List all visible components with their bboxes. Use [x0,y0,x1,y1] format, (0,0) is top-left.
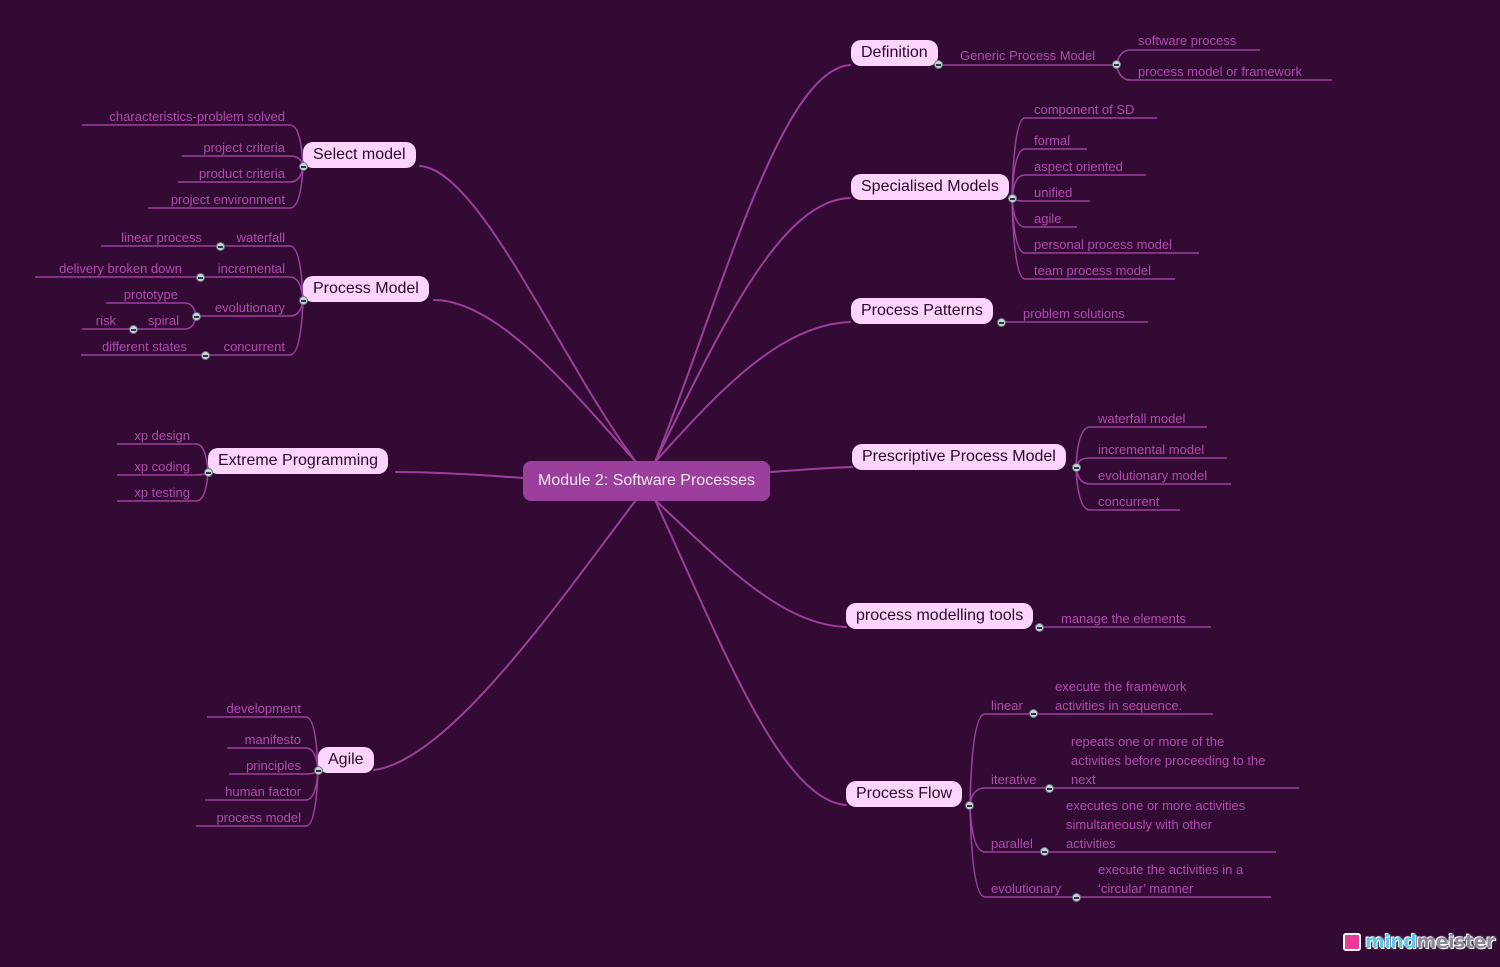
node-project-environment[interactable]: project environment [170,192,285,207]
detail-line: simultaneously with other [1066,817,1212,832]
node-personal-process-model[interactable]: personal process model [1034,237,1173,252]
collapse-toggle-select-model[interactable] [299,162,308,171]
detail-line: execute the activities in a [1098,862,1244,877]
brand-name: mindmeister [1365,931,1495,953]
node-manifesto[interactable]: manifesto [244,732,301,747]
collapse-toggle-patterns[interactable] [997,318,1006,327]
node-spiral[interactable]: spiral [147,313,179,328]
collapse-toggle-tools[interactable] [1035,623,1044,632]
node-human-factor[interactable]: human factor [225,784,301,799]
node-process-model-or-framework[interactable]: process model or framework [1138,64,1302,79]
mindmeister-logo-icon [1343,933,1361,951]
node-formal[interactable]: formal [1034,133,1071,148]
node-flow-iterative-detail[interactable]: repeats one or more of the activities be… [1071,732,1265,789]
node-project-criteria[interactable]: project criteria [203,140,285,155]
node-process-flow[interactable]: Process Flow [846,781,963,807]
detail-line: activities in sequence. [1055,698,1183,713]
node-concurrent-model[interactable]: concurrent [1098,494,1160,509]
node-delivery-broken-down[interactable]: delivery broken down [59,261,182,276]
collapse-toggle-xp[interactable] [204,468,213,477]
detail-line: activities [1066,836,1116,851]
node-incremental[interactable]: incremental [217,261,285,276]
node-different-states[interactable]: different states [101,339,187,354]
node-evolutionary[interactable]: evolutionary [214,300,285,315]
node-flow-iterative[interactable]: iterative [991,772,1037,787]
node-xp-testing[interactable]: xp testing [134,485,190,500]
node-xp-coding[interactable]: xp coding [134,459,190,474]
node-manage-the-elements[interactable]: manage the elements [1061,611,1187,626]
collapse-toggle-evolutionary[interactable] [192,312,201,321]
node-software-process[interactable]: software process [1138,33,1237,48]
detail-line: executes one or more activities [1066,798,1246,813]
node-evolutionary-model[interactable]: evolutionary model [1098,468,1208,483]
node-process-model[interactable]: Process Model [303,276,429,302]
node-waterfall[interactable]: waterfall [236,230,285,245]
node-agile-model[interactable]: agile [1034,211,1062,226]
collapse-toggle-evolutionary-flow[interactable] [1072,893,1081,902]
node-unified[interactable]: unified [1034,185,1073,200]
collapse-toggle-process-model[interactable] [299,296,308,305]
brand-name-part2: meister [1416,931,1495,953]
node-flow-linear[interactable]: linear [991,698,1023,713]
node-specialised-models[interactable]: Specialised Models [851,174,1009,200]
node-prescriptive-process-model[interactable]: Prescriptive Process Model [852,444,1066,470]
detail-line: repeats one or more of the [1071,734,1225,749]
node-process-patterns[interactable]: Process Patterns [851,298,993,324]
node-extreme-programming[interactable]: Extreme Programming [208,448,389,474]
node-process-model-agile[interactable]: process model [216,810,301,825]
collapse-toggle-specialised[interactable] [1008,194,1017,203]
node-aspect-oriented[interactable]: aspect oriented [1034,159,1123,174]
collapse-toggle-prescriptive[interactable] [1072,463,1081,472]
node-team-process-model[interactable]: team process model [1034,263,1152,278]
node-component-of-sd[interactable]: component of SD [1034,102,1135,117]
collapse-toggle-process-flow[interactable] [965,801,974,810]
collapse-toggle-definition[interactable] [934,60,943,69]
collapse-toggle-concurrent[interactable] [201,351,210,360]
node-prototype[interactable]: prototype [123,287,178,302]
node-product-criteria[interactable]: product criteria [199,166,285,181]
node-development[interactable]: development [226,701,301,716]
node-concurrent[interactable]: concurrent [223,339,285,354]
mindmeister-logo[interactable]: mindmeister [1343,930,1495,954]
node-flow-evolutionary[interactable]: evolutionary [991,881,1062,896]
collapse-toggle-parallel[interactable] [1040,847,1049,856]
detail-line: activities before proceeding to the [1071,753,1266,768]
node-process-modelling-tools[interactable]: process modelling tools [846,603,1034,629]
detail-line: execute the framework [1055,679,1187,694]
node-risk[interactable]: risk [95,313,116,328]
node-problem-solutions[interactable]: problem solutions [1023,306,1125,321]
node-agile[interactable]: Agile [318,747,374,773]
detail-line: next [1071,772,1096,787]
node-linear-process[interactable]: linear process [121,230,202,245]
node-select-model[interactable]: Select model [303,142,416,168]
collapse-toggle-agile[interactable] [314,766,323,775]
node-generic-process-model[interactable]: Generic Process Model [960,48,1096,63]
collapse-toggle-iterative[interactable] [1045,784,1054,793]
collapse-toggle-spiral[interactable] [129,325,138,334]
collapse-toggle-incremental[interactable] [196,273,205,282]
detail-line: ‘circular’ manner [1098,881,1194,896]
node-incremental-model[interactable]: incremental model [1098,442,1205,457]
node-definition[interactable]: Definition [851,40,938,66]
node-characteristics-problem-solved[interactable]: characteristics-problem solved [109,109,285,124]
node-flow-linear-detail[interactable]: execute the framework activities in sequ… [1055,677,1187,715]
node-waterfall-model[interactable]: waterfall model [1098,411,1186,426]
node-principles[interactable]: principles [246,758,301,773]
collapse-toggle-linear[interactable] [1029,709,1038,718]
node-flow-parallel-detail[interactable]: executes one or more activities simultan… [1066,796,1245,853]
central-topic[interactable]: Module 2: Software Processes [523,461,770,501]
node-flow-parallel[interactable]: parallel [991,836,1033,851]
brand-name-part1: mind [1365,931,1417,953]
collapse-toggle-generic-process-model[interactable] [1112,60,1121,69]
collapse-toggle-waterfall[interactable] [216,242,225,251]
node-xp-design[interactable]: xp design [134,428,190,443]
node-flow-evolutionary-detail[interactable]: execute the activities in a ‘circular’ m… [1098,860,1243,898]
